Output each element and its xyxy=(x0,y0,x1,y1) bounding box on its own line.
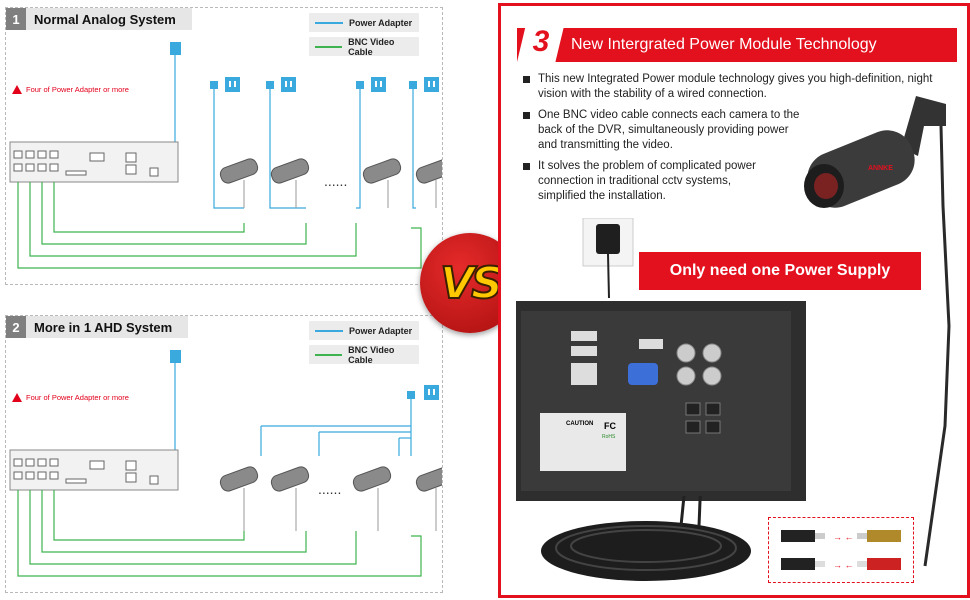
green-line-icon xyxy=(315,353,343,356)
ellipsis: ...... xyxy=(324,173,347,189)
panel-number: 2 xyxy=(6,316,26,338)
warning-text: Four of Power Adapter or more xyxy=(26,393,129,402)
usb-port-icon xyxy=(571,346,597,356)
camera-mount xyxy=(901,96,946,156)
plug-icon xyxy=(407,391,415,399)
wall-outlet-icon xyxy=(281,77,296,92)
power-splitter-cables xyxy=(260,399,412,456)
bullet-icon xyxy=(523,76,530,83)
power-adapter-icon xyxy=(170,350,181,363)
wall-outlet-icon xyxy=(371,77,386,92)
green-line-icon xyxy=(315,45,343,48)
ahd-wiring-diagram: ...... xyxy=(9,350,442,577)
plug-icon xyxy=(210,81,218,89)
vs-label: VS xyxy=(439,257,504,310)
rohs-mark: RoHS xyxy=(602,434,616,440)
bnc-port-icon xyxy=(702,366,722,386)
legend-bnc-cable: BNC Video Cable xyxy=(309,36,419,57)
bnc-cable-coil xyxy=(541,496,751,581)
bnc-cables xyxy=(17,490,422,577)
wall-outlet-icon xyxy=(424,385,439,400)
blue-line-icon xyxy=(315,329,343,332)
warning-text: Four of Power Adapter or more xyxy=(26,85,129,94)
arrow-icon: → ← xyxy=(833,560,854,570)
dvr-rear-panel: CAUTION FC RoHS xyxy=(516,301,806,501)
legend: Power Adapter BNC Video Cable xyxy=(309,13,419,61)
bullet-camera-illustration: ANNKE xyxy=(804,96,946,208)
wall-outlet-icon xyxy=(225,77,240,92)
ellipsis: ...... xyxy=(318,481,341,497)
panel-ahd-system: 2 More in 1 AHD System Power Adapter BNC… xyxy=(5,315,443,593)
hdmi-port-icon xyxy=(639,339,663,349)
panel-header: 1 Normal Analog System xyxy=(6,8,192,30)
arrow-icon: → ← xyxy=(833,532,854,542)
ethernet-port-icon xyxy=(571,363,597,385)
list-item: This new Integrated Power module technol… xyxy=(523,72,943,102)
panel-title: More in 1 AHD System xyxy=(26,316,189,338)
legend-power-adapter: Power Adapter xyxy=(309,13,419,32)
plug-icon xyxy=(356,81,364,89)
warning-icon xyxy=(12,85,22,94)
dvr-icon xyxy=(9,449,179,491)
plug-icon xyxy=(266,81,274,89)
blue-line-icon xyxy=(315,21,343,24)
camera-icons xyxy=(219,466,442,492)
wall-outlet-icon xyxy=(424,77,439,92)
camera-power-adapters xyxy=(210,77,439,209)
camera-brand-logo: ANNKE xyxy=(868,165,893,172)
panel-title-bar: 3 New Intergrated Power Module Technolog… xyxy=(517,22,957,62)
usb-port-icon xyxy=(571,331,597,341)
bnc-port-icon xyxy=(676,343,696,363)
bullet-icon xyxy=(523,112,530,119)
dvr-icon xyxy=(9,141,179,183)
connector-detail-box: → ← → ← xyxy=(768,517,914,583)
one-power-supply-banner: Only need one Power Supply xyxy=(639,252,921,290)
list-item-text: This new Integrated Power module technol… xyxy=(538,73,933,100)
connector-icons: → ← → ← xyxy=(781,530,901,570)
panel-normal-analog: 1 Normal Analog System Power Adapter BNC… xyxy=(5,7,443,285)
list-item: It solves the problem of complicated pow… xyxy=(523,159,781,204)
bnc-port-icon xyxy=(676,366,696,386)
legend: Power Adapter BNC Video Cable xyxy=(309,321,419,369)
panel-title: New Intergrated Power Module Technology xyxy=(571,36,877,53)
list-item: One BNC video cable connects each camera… xyxy=(523,108,801,153)
wall-outlet-illustration xyxy=(582,218,634,298)
camera-cable xyxy=(923,126,951,567)
legend-power-adapter: Power Adapter xyxy=(309,321,419,340)
panel-title: Normal Analog System xyxy=(26,8,192,30)
fc-mark: FC xyxy=(604,421,616,431)
vga-port-icon xyxy=(628,363,658,385)
bullet-icon xyxy=(523,163,530,170)
new-technology-panel: 3 New Intergrated Power Module Technolog… xyxy=(498,3,970,598)
legend-label: BNC Video Cable xyxy=(348,344,395,365)
panel-number: 3 xyxy=(517,22,565,62)
panel-header: 2 More in 1 AHD System xyxy=(6,316,189,338)
warning-note: Four of Power Adapter or more xyxy=(12,393,129,402)
power-adapter-icon xyxy=(170,42,181,55)
bnc-port-icon xyxy=(702,343,722,363)
legend-bnc-cable: BNC Video Cable xyxy=(309,344,419,365)
power-adapter-icon xyxy=(596,224,620,254)
panel-number: 1 xyxy=(6,8,26,30)
legend-label: Power Adapter xyxy=(349,17,413,28)
warning-icon xyxy=(12,393,22,402)
warning-note: Four of Power Adapter or more xyxy=(12,85,129,94)
legend-label: BNC Video Cable xyxy=(348,36,395,57)
list-item-text: It solves the problem of complicated pow… xyxy=(538,160,756,202)
analog-wiring-diagram: ...... xyxy=(9,42,442,269)
camera-icons xyxy=(219,158,442,184)
caution-label-text: CAUTION xyxy=(566,421,593,427)
feature-list: This new Integrated Power module technol… xyxy=(523,72,953,210)
caution-label xyxy=(540,413,626,471)
legend-label: Power Adapter xyxy=(349,325,413,336)
plug-icon xyxy=(409,81,417,89)
list-item-text: One BNC video cable connects each camera… xyxy=(538,109,800,151)
